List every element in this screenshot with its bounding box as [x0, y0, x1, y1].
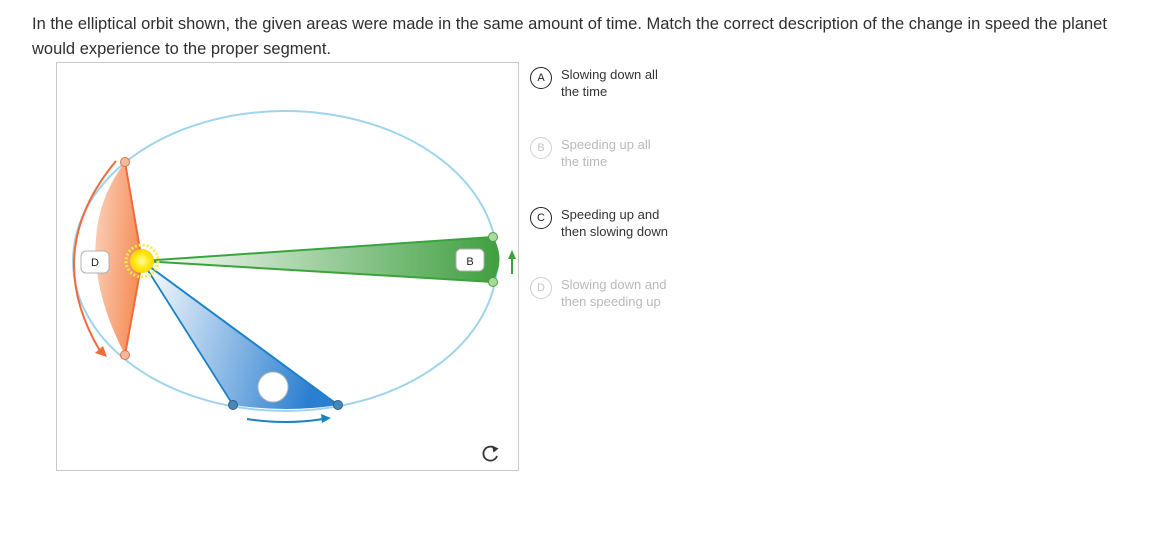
- drop-zone-d[interactable]: D: [80, 250, 110, 274]
- radius-line-blue-right: [141, 260, 339, 406]
- answer-b-text: Speeding up all the time: [561, 137, 651, 169]
- planet-dot-green-top: [488, 232, 498, 242]
- planet-dot-blue-left: [228, 400, 238, 410]
- arrowhead-left-icon: [95, 346, 107, 357]
- radius-line-green-top: [141, 236, 494, 262]
- planet-dot-blue-right: [333, 400, 343, 410]
- arrowhead-bottom-icon: [321, 414, 331, 423]
- planet-dot-orange-bottom: [120, 350, 130, 360]
- swept-area-d[interactable]: [95, 162, 143, 355]
- planet-dot-green-bottom: [488, 277, 498, 287]
- drop-zone-d-label: D: [91, 257, 99, 269]
- answer-c-text: Speeding up and then slowing down: [561, 207, 668, 239]
- radius-line-orange-bottom: [124, 260, 143, 356]
- radius-line-blue-left: [141, 260, 234, 406]
- answer-option-c[interactable]: C Speeding up and then slowing down: [530, 206, 671, 240]
- answer-d-letter: D: [530, 277, 552, 299]
- drop-zone-bottom[interactable]: [257, 371, 289, 403]
- reset-icon[interactable]: [477, 441, 503, 467]
- drop-zone-b[interactable]: B: [455, 248, 485, 272]
- arrowhead-right-icon: [508, 250, 516, 259]
- motion-arrow-left: [73, 160, 117, 352]
- answer-option-a[interactable]: A Slowing down all the time: [530, 66, 671, 100]
- answer-option-d[interactable]: D Slowing down and then speeding up: [530, 276, 671, 310]
- orbit-figure: D B: [56, 62, 519, 471]
- answer-b-letter: B: [530, 137, 552, 159]
- sun-icon: [124, 243, 160, 279]
- radius-line-green-bottom: [141, 260, 494, 283]
- answer-d-text: Slowing down and then speeding up: [561, 277, 667, 309]
- answer-a-letter: A: [530, 67, 552, 89]
- swept-area-b[interactable]: [142, 237, 500, 282]
- answer-a-text: Slowing down all the time: [561, 67, 658, 99]
- answer-c-letter: C: [530, 207, 552, 229]
- question-text: In the elliptical orbit shown, the given…: [32, 15, 1107, 58]
- drop-zone-b-label: B: [466, 256, 473, 268]
- motion-arrow-bottom: [246, 418, 324, 423]
- answer-option-b[interactable]: B Speeding up all the time: [530, 136, 671, 170]
- planet-dot-orange-top: [120, 157, 130, 167]
